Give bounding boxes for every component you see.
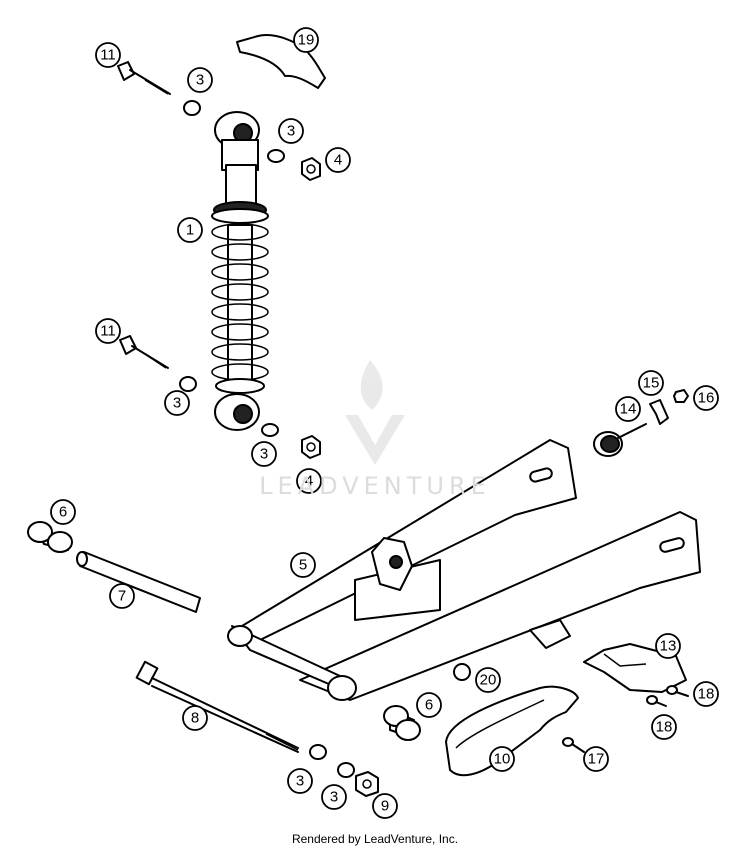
callout-13: 13 [655,633,681,659]
callout-6-left: 6 [50,499,76,525]
callout-3: 3 [321,784,347,810]
part-bushing-right [383,705,421,741]
svg-text:8: 8 [191,710,199,727]
part-washer [337,762,355,778]
watermark-text: LEADVENTURE [259,472,491,500]
svg-text:4: 4 [334,152,342,169]
part-washer [183,100,201,116]
svg-text:3: 3 [296,773,304,790]
callout-8: 8 [182,705,208,731]
svg-text:20: 20 [480,672,497,689]
callout-17: 17 [583,746,609,772]
part-lower-bolt [119,335,169,369]
callout-14: 14 [615,396,641,422]
part-small-nut [673,389,689,403]
svg-text:11: 11 [100,323,116,340]
part-pivot-bolt [135,660,299,753]
svg-text:3: 3 [196,72,204,89]
svg-text:5: 5 [299,557,307,574]
svg-text:17: 17 [588,751,605,768]
callout-11-lower: 11 [95,318,121,344]
callout-3: 3 [278,118,304,144]
svg-text:4: 4 [305,473,313,490]
callout-7: 7 [109,583,135,609]
callout-9: 9 [372,793,398,819]
part-clip [649,399,669,425]
footer-credit: Rendered by LeadVenture, Inc. [291,832,459,846]
svg-text:10: 10 [494,751,511,768]
part-pivot-sleeve [76,551,201,613]
svg-text:1: 1 [186,222,194,239]
svg-text:3: 3 [330,789,338,806]
watermark-logo [345,360,405,465]
svg-text:6: 6 [59,504,67,521]
part-nut-upper [301,157,321,181]
svg-text:18: 18 [656,719,673,736]
part-washer [267,149,285,163]
callout-4-lower: 4 [296,468,322,494]
callout-11-upper: 11 [95,42,121,68]
svg-text:3: 3 [287,123,295,140]
callout-18: 18 [693,681,719,707]
callout-3: 3 [251,441,277,467]
callout-10: 10 [489,746,515,772]
callout-3: 3 [287,768,313,794]
part-washer [261,423,279,437]
svg-text:6: 6 [425,697,433,714]
callout-4-upper: 4 [325,147,351,173]
part-swingarm [227,439,701,701]
callout-18: 18 [651,714,677,740]
part-bushing-stud [593,423,647,457]
svg-text:11: 11 [100,47,116,64]
part-chain-slider [445,685,579,777]
part-pivot-nut [355,771,379,797]
svg-text:3: 3 [173,395,181,412]
svg-text:13: 13 [660,638,677,655]
svg-text:7: 7 [118,588,126,605]
part-guide-screw [666,685,689,697]
svg-text:19: 19 [298,32,315,49]
callout-19: 19 [293,27,319,53]
callout-1: 1 [177,217,203,243]
callout-5: 5 [290,552,316,578]
part-bushing-left [27,521,73,553]
part-washer [309,744,327,760]
part-spacer [453,663,471,681]
svg-text:14: 14 [620,401,637,418]
part-shock-absorber [211,111,269,431]
callout-16: 16 [693,385,719,411]
part-upper-bolt [117,61,171,95]
callout-3: 3 [164,390,190,416]
svg-text:16: 16 [698,390,715,407]
part-nut-lower [301,435,321,459]
svg-text:18: 18 [698,686,715,703]
part-washer [179,376,197,392]
part-slider-screw [562,737,585,753]
callout-20: 20 [475,667,501,693]
svg-text:15: 15 [643,375,660,392]
svg-text:3: 3 [260,446,268,463]
callout-15: 15 [638,370,664,396]
callout-3: 3 [187,67,213,93]
svg-text:9: 9 [381,798,389,815]
callout-6-right: 6 [416,692,442,718]
part-guide-screw [646,695,667,707]
